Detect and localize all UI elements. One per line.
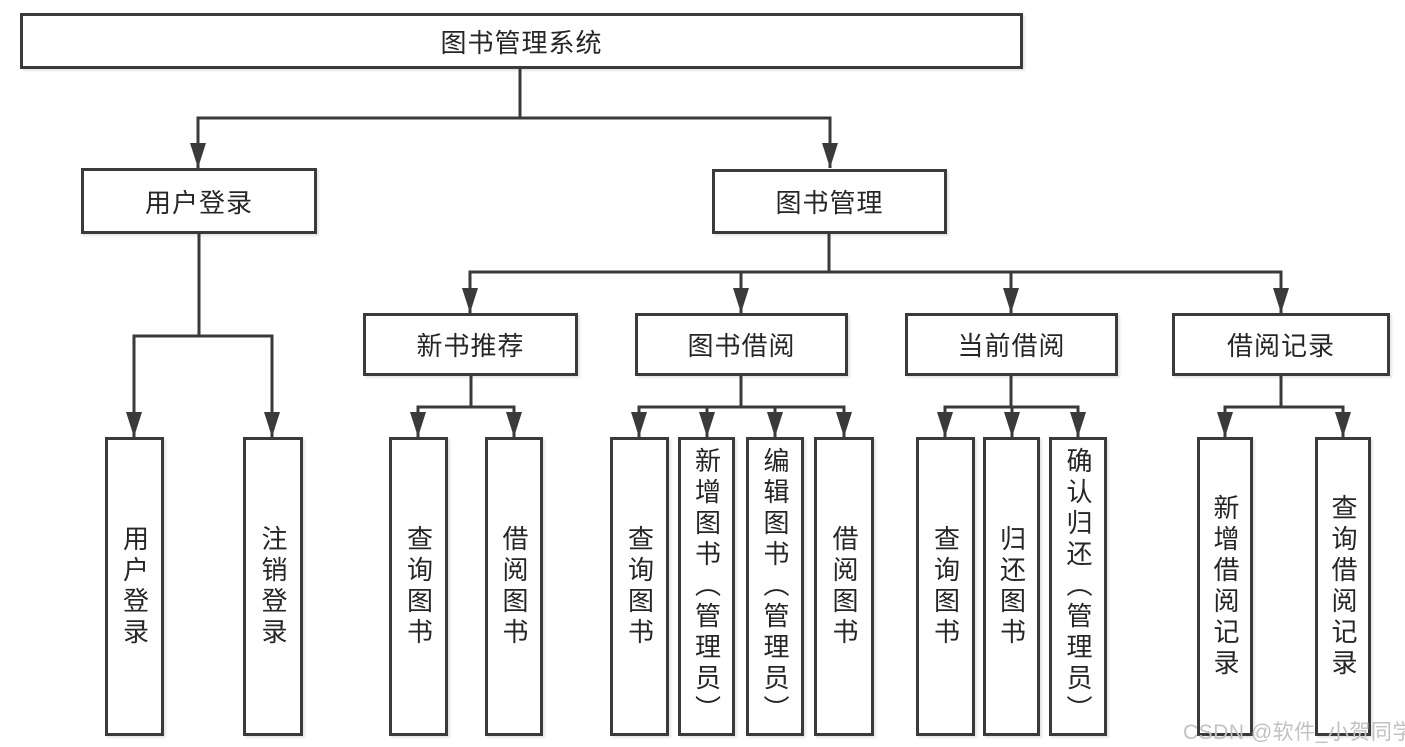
connector-path xyxy=(132,234,274,437)
arrowhead-icon xyxy=(1273,288,1289,313)
arrowhead-icon xyxy=(410,412,426,437)
leaf-query-borrow-record: 查询借阅记录 xyxy=(1315,437,1371,736)
leaf-add-books-admin: 新增图书（管理员） xyxy=(678,437,735,736)
arrowhead-icon xyxy=(937,412,953,437)
arrowhead-icon xyxy=(190,143,206,168)
node-book-management: 图书管理 xyxy=(712,169,947,234)
node-library-system: 图书管理系统 xyxy=(20,13,1023,69)
node-user-login: 用户登录 xyxy=(81,168,317,234)
arrowhead-icon xyxy=(767,412,783,437)
leaf-query-books-current: 查询图书 xyxy=(916,437,975,736)
leaf-logout: 注销登录 xyxy=(243,437,303,736)
leaf-borrow-books: 借阅图书 xyxy=(814,437,874,736)
leaf-return-books: 归还图书 xyxy=(983,437,1040,736)
arrowhead-icon xyxy=(733,288,749,313)
arrowhead-icon xyxy=(506,412,522,437)
arrowhead-icon xyxy=(462,288,478,313)
connector-path xyxy=(196,69,832,168)
arrowhead-icon xyxy=(822,143,838,168)
arrowhead-icon xyxy=(1335,412,1351,437)
leaf-borrow-books-recommend: 借阅图书 xyxy=(485,437,543,736)
arrowhead-icon xyxy=(1003,288,1019,313)
arrowhead-icon xyxy=(1070,412,1086,437)
node-book-borrowing: 图书借阅 xyxy=(635,313,848,376)
arrowhead-icon xyxy=(126,412,142,437)
arrowhead-icon xyxy=(264,412,280,437)
connector-path xyxy=(468,234,1283,313)
node-current-borrowing: 当前借阅 xyxy=(905,313,1118,376)
leaf-query-books-recommend: 查询图书 xyxy=(389,437,448,736)
arrowhead-icon xyxy=(836,412,852,437)
arrowhead-icon xyxy=(1004,412,1020,437)
connector-path xyxy=(637,376,846,437)
connector-path xyxy=(1223,376,1345,437)
watermark: CSDN @软件_小贺同学 xyxy=(1183,721,1405,744)
node-borrowing-records: 借阅记录 xyxy=(1172,313,1390,376)
node-new-book-recommend: 新书推荐 xyxy=(363,313,578,376)
connector-path xyxy=(416,376,516,437)
leaf-user-login: 用户登录 xyxy=(105,437,164,736)
leaf-query-books-borrow: 查询图书 xyxy=(610,437,669,736)
leaf-edit-books-admin: 编辑图书（管理员） xyxy=(746,437,804,736)
leaf-confirm-return-admin: 确认归还（管理员） xyxy=(1049,437,1107,736)
arrowhead-icon xyxy=(631,412,647,437)
arrowhead-icon xyxy=(1217,412,1233,437)
leaf-add-borrow-record: 新增借阅记录 xyxy=(1197,437,1253,736)
arrowhead-icon xyxy=(699,412,715,437)
